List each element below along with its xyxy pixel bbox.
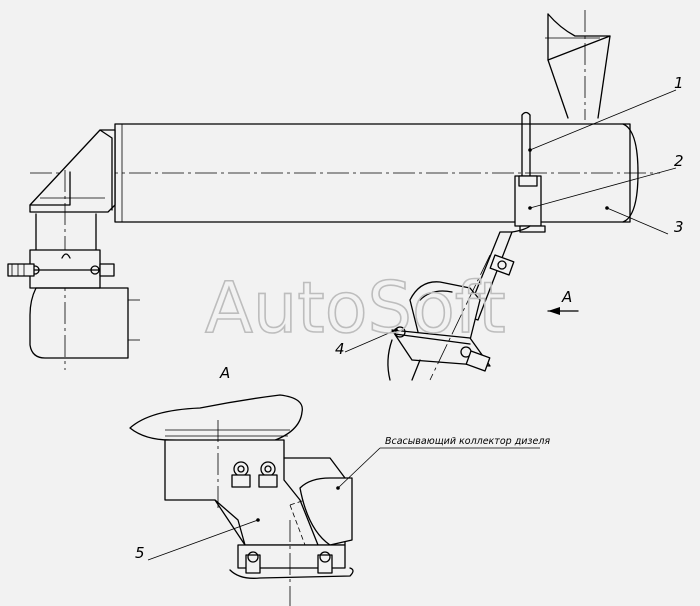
- callout-4: 4: [335, 340, 345, 358]
- callout-2: 2: [674, 152, 684, 170]
- watermark: AutoSoft: [205, 267, 506, 349]
- view-a-detail: [129, 394, 354, 606]
- muffler-assembly: [7, 10, 660, 381]
- inlet-pipe: [7, 213, 140, 359]
- callout-5: 5: [135, 544, 145, 562]
- callout-3: 3: [674, 218, 684, 236]
- view-title: А: [219, 364, 230, 382]
- leader-lines: [147, 89, 677, 561]
- bolt: [231, 461, 278, 488]
- view-arrow-label: А: [561, 288, 572, 306]
- callout-1: 1: [674, 74, 684, 92]
- view-arrow: [547, 307, 579, 315]
- outlet-pipe: [545, 10, 611, 120]
- support-bracket: [387, 254, 491, 381]
- manifold-note: Всасывающий коллектор дизеля: [385, 436, 550, 447]
- muffler-body: [30, 123, 660, 223]
